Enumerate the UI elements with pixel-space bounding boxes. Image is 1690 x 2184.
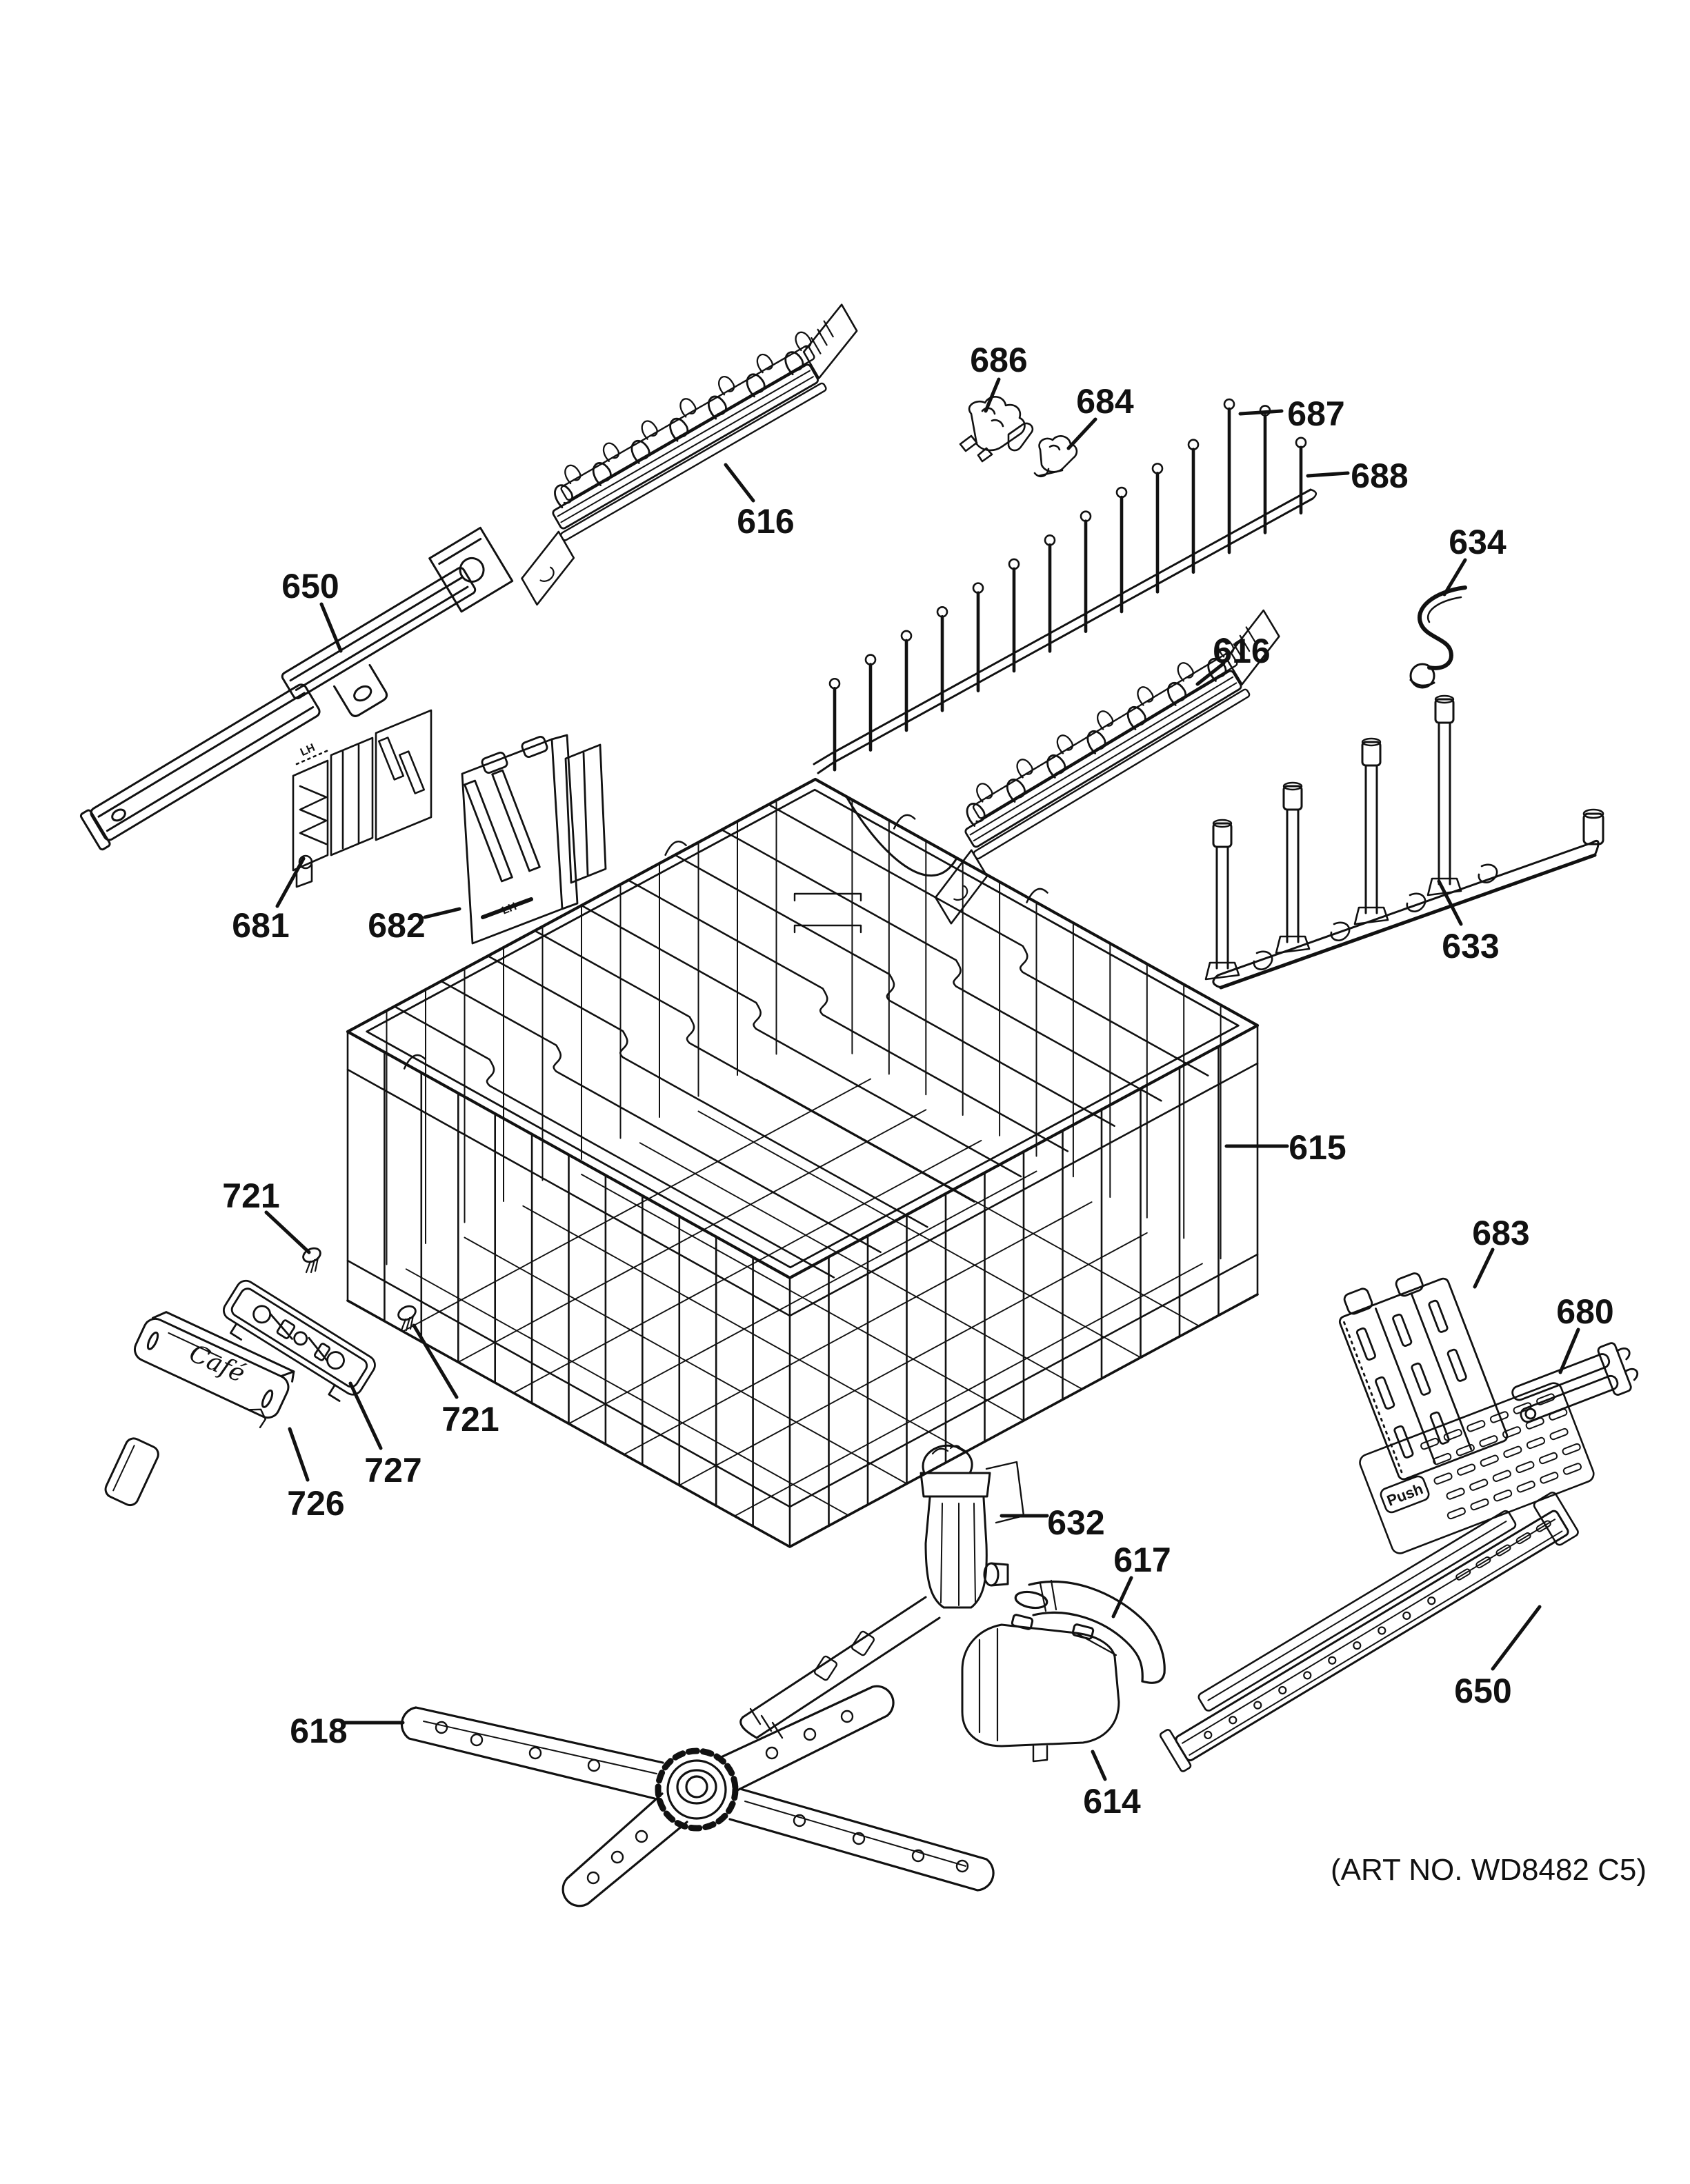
part-616-tine-clip-row-top <box>521 303 858 606</box>
callout-650b: 650 <box>1454 1672 1511 1710</box>
art-number-note: (ART NO. WD8482 C5) <box>1331 1853 1647 1887</box>
callout-682: 682 <box>368 906 425 945</box>
part-614-conduit-cover <box>961 1614 1120 1763</box>
part-686-clip <box>959 396 1034 463</box>
callout-634: 634 <box>1449 523 1507 561</box>
leader-727 <box>348 1381 383 1450</box>
callout-686: 686 <box>970 341 1027 379</box>
leader-616b <box>1195 661 1226 686</box>
lh-mark-682: LH <box>500 901 518 917</box>
part-680-rail-latch <box>1511 1342 1639 1423</box>
callout-615: 615 <box>1289 1128 1346 1167</box>
callout-leader-lines <box>264 377 1580 1781</box>
part-616-tine-clip-row-right <box>934 609 1280 925</box>
part-727-handle-mount-plate <box>223 1279 376 1402</box>
callout-721b: 721 <box>441 1400 499 1439</box>
part-617-elbow-tube <box>1014 1579 1166 1684</box>
callout-687: 687 <box>1287 394 1344 433</box>
callout-726: 726 <box>287 1484 344 1523</box>
part-683-rack-adjuster <box>1338 1272 1509 1481</box>
part-681-adjuster-bracket <box>292 709 433 888</box>
leader-614 <box>1091 1750 1107 1781</box>
leader-721b <box>412 1323 459 1399</box>
callout-650a: 650 <box>281 567 339 605</box>
leader-616a <box>724 463 755 503</box>
leader-682 <box>423 907 461 919</box>
leader-650b <box>1491 1605 1542 1671</box>
leader-686 <box>984 377 1001 413</box>
leader-684 <box>1066 417 1097 450</box>
leader-721a <box>264 1210 311 1254</box>
part-687-688-fold-down-tine-row <box>813 398 1317 774</box>
leader-680 <box>1558 1328 1580 1374</box>
part-726-cafe-handle <box>104 1311 295 1507</box>
callout-616b: 616 <box>1213 632 1270 670</box>
part-634-hook <box>1409 585 1467 689</box>
push-label: Push <box>1384 1480 1425 1510</box>
callout-684: 684 <box>1076 382 1134 421</box>
part-615-upper-rack-basket <box>346 777 1260 1548</box>
part-721-handle-screws <box>302 1247 417 1332</box>
callout-618: 618 <box>290 1712 347 1750</box>
part-650-left-slide-rail <box>79 526 514 851</box>
leader-687 <box>1238 409 1284 416</box>
part-684-clip <box>1033 435 1078 478</box>
leader-634 <box>1442 558 1467 597</box>
callout-721a: 721 <box>222 1176 279 1215</box>
leader-650a <box>319 602 343 653</box>
callout-616a: 616 <box>737 502 794 541</box>
callout-680: 680 <box>1556 1292 1613 1331</box>
part-633-tine-holder-bar <box>1204 694 1604 990</box>
part-682-adjuster-plate <box>461 734 607 945</box>
callout-688: 688 <box>1351 457 1408 495</box>
leader-683 <box>1473 1248 1495 1289</box>
part-650-right-slide-rail <box>1159 1492 1579 1772</box>
leader-633 <box>1437 879 1463 926</box>
leader-688 <box>1306 471 1350 478</box>
leader-681 <box>275 856 306 908</box>
leader-617 <box>1111 1576 1133 1619</box>
callout-632: 632 <box>1047 1503 1104 1542</box>
callout-681: 681 <box>232 906 289 945</box>
leader-726 <box>288 1427 310 1482</box>
callout-617: 617 <box>1113 1541 1171 1579</box>
callout-727: 727 <box>364 1451 421 1490</box>
part-618-spray-arm <box>400 1685 995 1907</box>
callout-614: 614 <box>1083 1782 1141 1821</box>
part-632-water-conduit <box>739 1444 1025 1739</box>
callout-633: 633 <box>1442 927 1499 965</box>
callout-683: 683 <box>1472 1214 1529 1252</box>
